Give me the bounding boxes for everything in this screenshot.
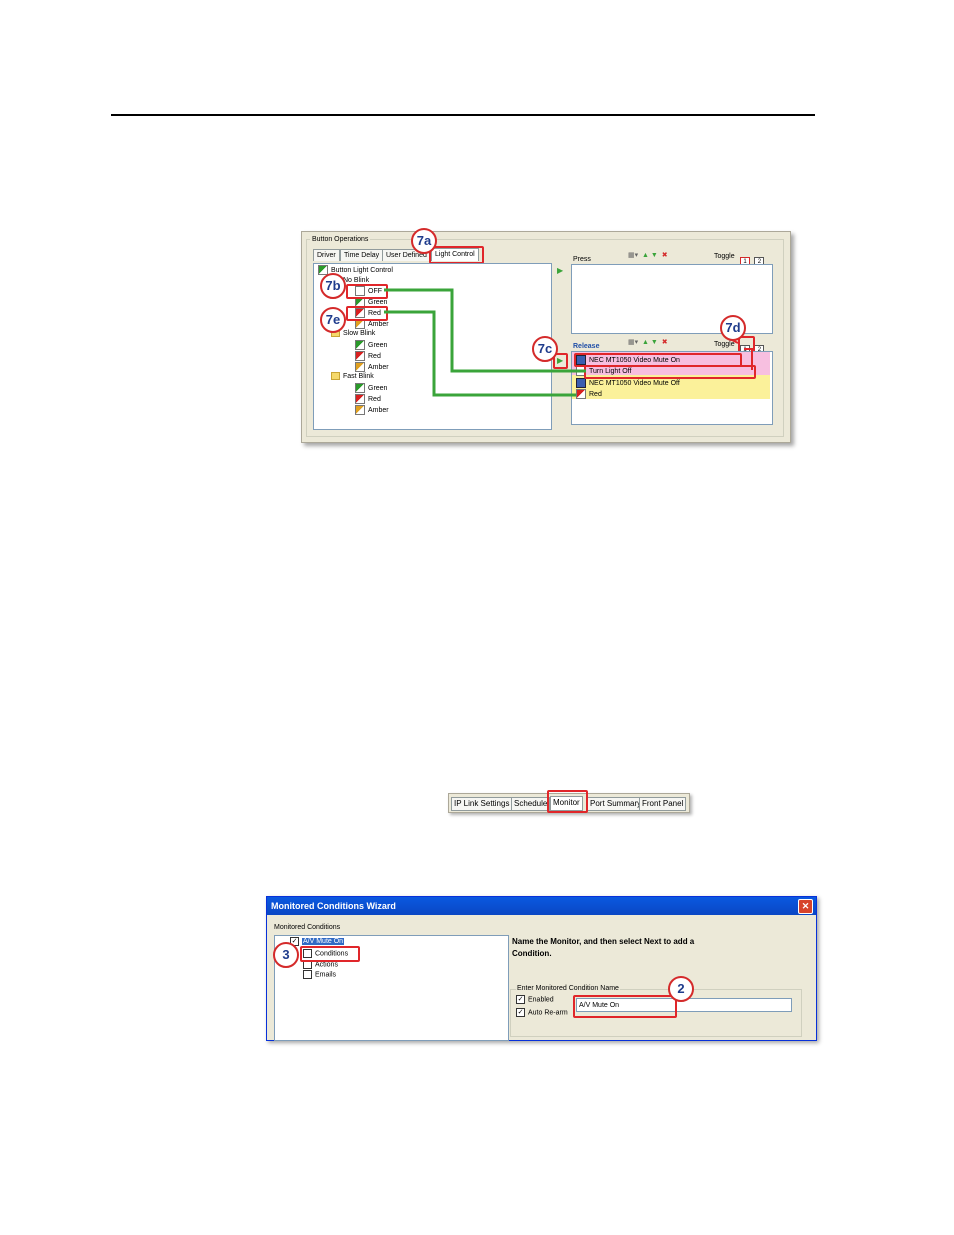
tab-light-control[interactable]: Light Control — [431, 248, 479, 261]
condition-name-group-title: Enter Monitored Condition Name — [516, 984, 620, 993]
wizard-titlebar: Monitored Conditions Wizard ✕ — [267, 897, 816, 915]
connector-7e — [384, 310, 576, 397]
callout-box-monitor — [547, 790, 588, 813]
red-light-icon — [355, 351, 365, 361]
conditions-tree — [274, 935, 509, 1041]
release-highlight-yellow — [572, 375, 770, 399]
move-down-icon[interactable]: ▼ — [650, 252, 658, 259]
wizard-instruction: Name the Monitor, and then select Next t… — [512, 937, 695, 958]
tab-ip-link-settings[interactable]: IP Link Settings — [451, 797, 513, 811]
red-light-icon — [576, 389, 586, 399]
projector-icon — [576, 378, 586, 388]
green-light-icon — [355, 340, 365, 350]
projector-icon — [576, 355, 586, 365]
checkbox-icon[interactable]: ✓ — [516, 1008, 525, 1017]
main-tab-row: IP Link Settings Schedule Monitor Port S… — [448, 793, 690, 813]
move-up-icon[interactable]: ▲ — [642, 252, 649, 259]
release-item-mute-off[interactable]: NEC MT1050 Video Mute Off — [576, 378, 680, 388]
tree-item-emails[interactable]: Emails — [303, 970, 336, 979]
tab-schedule[interactable]: Schedule — [511, 797, 551, 811]
green-light-icon — [355, 383, 365, 393]
tree-item-off[interactable]: OFF — [355, 286, 382, 296]
tree-root-mute-on[interactable]: ✓A/V Mute On — [290, 937, 345, 946]
callout-box-conditions — [300, 946, 360, 962]
connector-7d — [744, 348, 753, 370]
script-icon[interactable]: ▦▾ — [628, 252, 639, 259]
callout-badge-7b: 7b — [320, 273, 346, 299]
checkbox-icon[interactable] — [303, 949, 312, 958]
add-press-arrow-icon[interactable]: ▶ — [557, 266, 564, 275]
folder-icon — [331, 372, 340, 381]
auto-rearm-checkbox[interactable]: ✓Auto Re-arm — [516, 1008, 568, 1017]
callout-box-name — [573, 995, 677, 1018]
tree-item-slow-amber[interactable]: Amber — [355, 362, 389, 372]
connector-7b — [384, 288, 586, 373]
light-off-icon — [355, 286, 365, 296]
callout-badge-7a: 7a — [411, 228, 437, 254]
tree-root[interactable]: Button Light Control — [318, 265, 393, 275]
callout-badge-2: 2 — [668, 976, 694, 1002]
header-rule — [111, 114, 815, 116]
tab-driver[interactable]: Driver — [313, 249, 340, 261]
add-release-arrow-icon[interactable]: ▶ — [557, 356, 564, 365]
condition-name-groupbox — [510, 989, 802, 1037]
release-label: Release — [573, 343, 600, 350]
monitored-conditions-label: Monitored Conditions — [274, 924, 341, 931]
group-title: Button Operations — [310, 235, 371, 244]
tree-item-conditions[interactable]: Conditions — [303, 949, 348, 958]
delete-icon[interactable]: ✖ — [661, 252, 668, 259]
amber-light-icon — [355, 405, 365, 415]
release-item-mute-on[interactable]: NEC MT1050 Video Mute On — [576, 355, 680, 365]
callout-badge-7d: 7d — [720, 315, 746, 341]
callout-badge-3: 3 — [273, 942, 299, 968]
red-light-icon — [355, 394, 365, 404]
move-up-icon[interactable]: ▲ — [642, 339, 649, 346]
tree-item-slow-green[interactable]: Green — [355, 340, 387, 350]
delete-icon[interactable]: ✖ — [661, 339, 668, 346]
light-control-icon — [318, 265, 328, 275]
tab-front-panel[interactable]: Front Panel — [639, 797, 687, 811]
release-item-red[interactable]: Red — [576, 389, 602, 399]
release-highlight-pink — [572, 352, 770, 375]
callout-badge-7e: 7e — [320, 307, 346, 333]
release-toolbar: ▦▾ ▲ ▼ ✖ — [628, 338, 668, 347]
tab-monitor[interactable]: Monitor — [550, 796, 583, 811]
callout-box-7c — [553, 353, 568, 369]
red-light-icon — [355, 308, 365, 318]
monitored-conditions-wizard: Monitored Conditions Wizard ✕ — [266, 896, 817, 1041]
press-toolbar: ▦▾ ▲ ▼ ✖ — [628, 251, 668, 260]
enabled-checkbox[interactable]: ✓Enabled — [516, 995, 554, 1004]
tab-port-summary[interactable]: Port Summary — [587, 797, 645, 811]
tree-fast-blink[interactable]: Fast Blink — [331, 372, 374, 381]
press-label: Press — [573, 256, 591, 263]
tree-item-red[interactable]: Red — [355, 308, 381, 318]
callout-badge-7c: 7c — [532, 336, 558, 362]
wizard-title: Monitored Conditions Wizard — [271, 901, 396, 911]
move-down-icon[interactable]: ▼ — [650, 339, 658, 346]
tree-item-fast-green[interactable]: Green — [355, 383, 387, 393]
press-toggle-label: Toggle — [714, 253, 735, 260]
tree-item-slow-red[interactable]: Red — [355, 351, 381, 361]
script-icon[interactable]: ▦▾ — [628, 339, 639, 346]
checkbox-icon[interactable]: ✓ — [516, 995, 525, 1004]
tree-item-fast-amber[interactable]: Amber — [355, 405, 389, 415]
amber-light-icon — [355, 362, 365, 372]
tree-item-fast-red[interactable]: Red — [355, 394, 381, 404]
checkbox-icon[interactable] — [303, 970, 312, 979]
release-toggle-label: Toggle — [714, 341, 735, 348]
button-operations-groupbox — [306, 239, 784, 437]
close-icon[interactable]: ✕ — [798, 899, 813, 914]
